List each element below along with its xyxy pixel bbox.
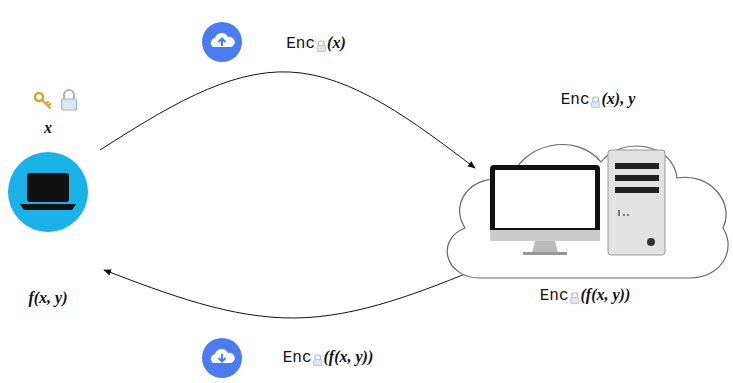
client-laptop: xf(x, y): [8, 152, 88, 232]
lock-subscript: [591, 96, 601, 108]
curved-arrow: [100, 72, 475, 168]
edge-label: Enc(f(x, y)): [283, 347, 374, 368]
node-heading: Enc(x), y: [561, 89, 636, 110]
cloud-server: Enc(x), yEnc(f(x, y)): [435, 118, 733, 282]
cloud-outline: [435, 118, 733, 282]
node-heading: x: [44, 118, 52, 137]
download-icon: [202, 338, 242, 378]
lock-subscript: [570, 292, 580, 304]
curved-arrow: [104, 266, 485, 318]
lock-subscript: [316, 40, 326, 52]
lock-subscript: [313, 354, 323, 366]
edge-label: Enc(x): [286, 33, 345, 54]
key-icon: [35, 93, 50, 108]
node-caption: f(x, y): [28, 288, 67, 307]
connector-layer: [100, 72, 485, 318]
upload-icon: [202, 22, 242, 62]
node-caption: Enc(f(x, y)): [540, 285, 631, 306]
laptop-icon: [8, 152, 88, 232]
lock-icon: [62, 90, 77, 110]
